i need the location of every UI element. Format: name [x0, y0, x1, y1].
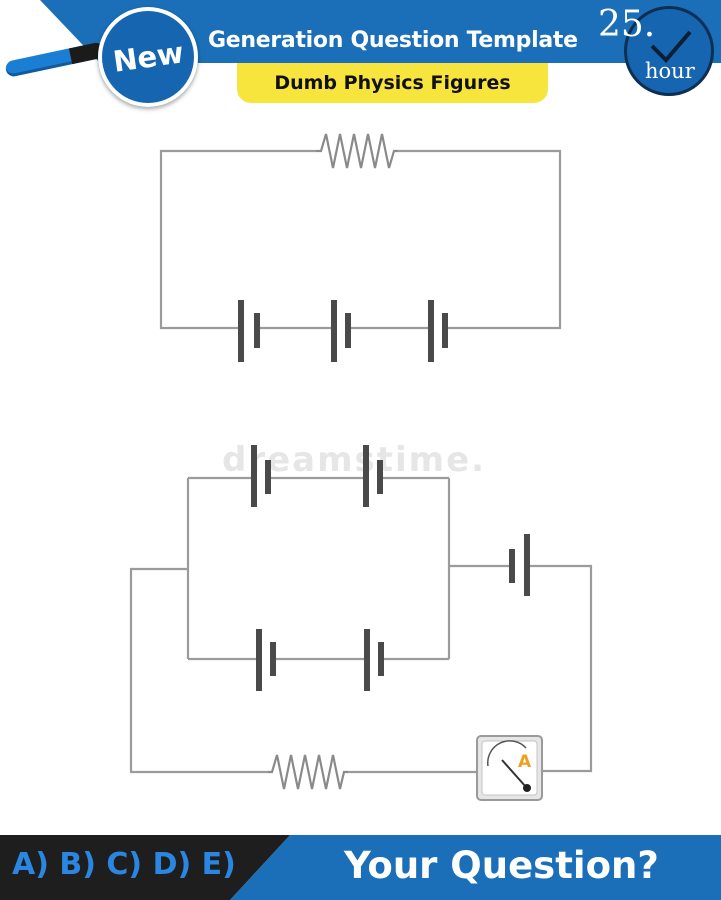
circuit-2-cell-top-1: [251, 445, 271, 507]
clock-unit: hour: [645, 59, 695, 83]
page-title: Generation Question Template: [208, 28, 578, 53]
circuit-1-wire-top-right: [398, 149, 562, 330]
ammeter-icon: A: [476, 735, 543, 801]
question-prompt: Your Question?: [344, 844, 659, 887]
clock-icon: [624, 6, 714, 96]
answer-options: A) B) C) D) E): [12, 847, 236, 882]
circuit-1-wire-top-left: [159, 149, 316, 330]
subtitle-banner: Dumb Physics Figures: [237, 63, 548, 103]
circuit-2-cell-top-2: [363, 445, 383, 507]
circuit-2-outer-left: [129, 567, 268, 774]
circuit-2-cell-bottom-1: [256, 629, 276, 691]
new-badge-label: New: [110, 35, 186, 79]
magnifier-handle-icon: [4, 41, 106, 78]
clock-number: 25.: [598, 4, 656, 45]
circuit-1-cell-2: [331, 300, 351, 362]
footer-band: [230, 835, 721, 900]
circuit-1-cell-1: [238, 300, 260, 362]
circuit-1-cell-3: [428, 300, 448, 362]
circuit-2-resistor: [268, 754, 348, 790]
circuit-2-cell-bottom-2: [364, 629, 384, 691]
circuit-2: A: [129, 445, 593, 801]
circuit-2-cell-right: [509, 534, 530, 596]
subtitle: Dumb Physics Figures: [274, 72, 511, 94]
ammeter-label: A: [518, 752, 532, 772]
circuit-1-resistor: [316, 133, 398, 169]
circuit-1: [159, 133, 562, 362]
checkmark-icon: [650, 30, 692, 63]
circuit-2-outer-right: [449, 564, 593, 773]
circuit-diagrams: A: [129, 133, 593, 801]
new-badge: New: [98, 7, 198, 107]
